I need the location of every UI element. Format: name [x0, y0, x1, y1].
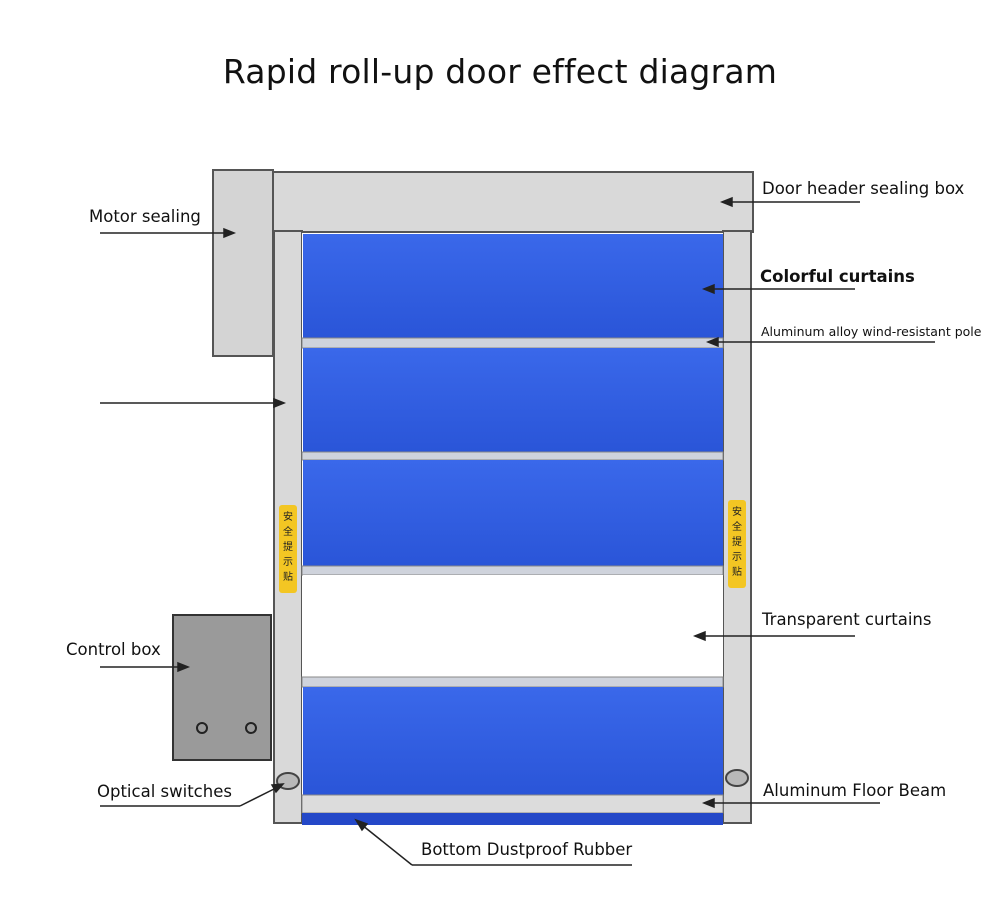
wind-pole-1	[301, 337, 724, 349]
safety-sticker-right	[728, 500, 746, 588]
optical-switch-right	[725, 769, 749, 787]
safety-sticker-char: 提	[732, 536, 742, 548]
diagram-title: Rapid roll-up door effect diagram	[222, 52, 778, 91]
label-motor-sealing: Motor sealing	[89, 207, 201, 226]
safety-sticker-right-text: 安全提示贴	[732, 505, 742, 578]
safety-sticker-char: 贴	[283, 570, 293, 583]
safety-sticker-char: 示	[732, 552, 742, 563]
wind-pole-3	[301, 565, 724, 576]
label-optical-switches: Optical switches	[97, 782, 232, 801]
label-floor-beam: Aluminum Floor Beam	[763, 781, 947, 800]
colorful-curtain-panel-3	[303, 460, 723, 566]
wind-pole-4	[301, 676, 724, 688]
label-control-box: Control box	[66, 640, 161, 659]
label-door-header: Door header sealing box	[762, 179, 965, 198]
label-wind-pole: Aluminum alloy wind-resistant pole	[761, 324, 982, 339]
label-transparent-curtains: Transparent curtains	[762, 610, 932, 629]
door-header-box	[271, 171, 754, 233]
safety-sticker-char: 安	[283, 510, 293, 523]
control-box-button-2	[245, 722, 257, 734]
safety-sticker-left	[279, 505, 297, 593]
colorful-curtain-panel-1	[303, 234, 723, 338]
transparent-curtain-panel	[303, 575, 723, 677]
control-box	[172, 614, 272, 761]
safety-sticker-left-text: 安全提示贴	[283, 510, 293, 583]
safety-sticker-char: 安	[732, 505, 742, 518]
dustproof-rubber	[302, 813, 723, 825]
label-colorful-curtains: Colorful curtains	[760, 267, 915, 286]
label-dustproof-rubber: Bottom Dustproof Rubber	[421, 840, 633, 859]
safety-sticker-char: 贴	[732, 565, 742, 578]
colorful-curtain-panel-4	[303, 687, 723, 795]
safety-sticker-char: 示	[283, 557, 293, 568]
colorful-curtain-panel-2	[303, 348, 723, 452]
motor-sealing-box	[212, 169, 274, 357]
safety-sticker-char: 提	[283, 541, 293, 553]
wind-pole-2	[301, 451, 724, 461]
safety-sticker-char: 全	[283, 525, 293, 538]
floor-beam	[301, 794, 724, 814]
safety-sticker-char: 全	[732, 520, 742, 533]
control-box-button-1	[196, 722, 208, 734]
